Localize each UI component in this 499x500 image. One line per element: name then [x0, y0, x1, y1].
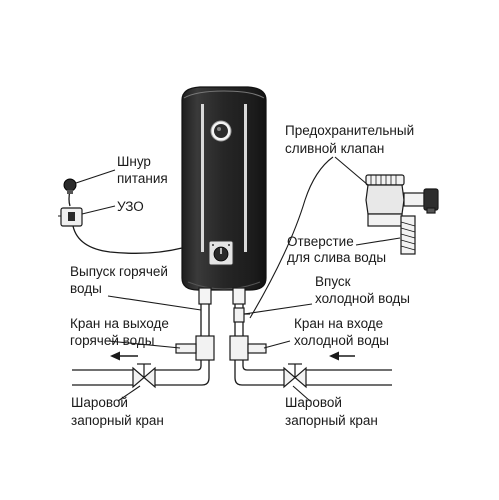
label-ball-valve-left-line1: Шаровой [71, 395, 128, 410]
label-hot-outlet-line1: Выпуск горячей [70, 264, 168, 279]
label-drain-hole-line1: Отверстие [287, 234, 354, 249]
label-hot-outlet-line2: воды [70, 281, 102, 296]
tank-nozzles [198, 287, 246, 305]
label-hot-tap-line1: Кран на выходе [70, 316, 169, 331]
plug-icon [63, 178, 77, 194]
hot-water-pipe [72, 304, 210, 386]
safety-valve-detail [365, 174, 439, 255]
knob-icon [208, 240, 234, 266]
label-ball-valve-right-line1: Шаровой [285, 395, 342, 410]
label-cold-inlet-line1: Впуск [315, 274, 351, 289]
ball-valve-right [283, 363, 307, 389]
label-cold-inlet-line2: холодной воды [315, 291, 410, 306]
indicator-lamp [210, 120, 232, 142]
label-safety-valve-line2: сливной клапан [285, 141, 384, 156]
label-ball-valve-left-line2: запорный кран [71, 413, 164, 428]
inline-safety-valve [233, 307, 250, 323]
tank-highlight-left [201, 104, 204, 252]
labels: Шнур питания УЗО Предохранительный сливн… [70, 123, 414, 428]
label-cold-tap-line2: холодной воды [294, 333, 389, 348]
label-cord-line2: питания [117, 171, 168, 186]
water-heater-tank [181, 86, 267, 291]
hot-outlet-tap [175, 335, 215, 361]
ball-valve-left [132, 363, 156, 389]
label-rcd: УЗО [117, 199, 144, 214]
label-safety-valve-line1: Предохранительный [285, 123, 414, 138]
tank-highlight-right [244, 104, 247, 252]
label-ball-valve-right-line2: запорный кран [285, 413, 378, 428]
label-hot-tap-line2: горячей воды [70, 333, 154, 348]
label-drain-hole-line2: для слива воды [287, 250, 386, 265]
arrow-left-icon-cold [329, 351, 355, 361]
rcd-device [58, 207, 83, 227]
leader-lines [75, 156, 401, 402]
label-cord-line1: Шнур [117, 154, 151, 169]
label-cold-tap-line1: Кран на входе [294, 316, 383, 331]
cold-inlet-tap [229, 335, 267, 361]
arrow-left-icon [110, 351, 138, 361]
